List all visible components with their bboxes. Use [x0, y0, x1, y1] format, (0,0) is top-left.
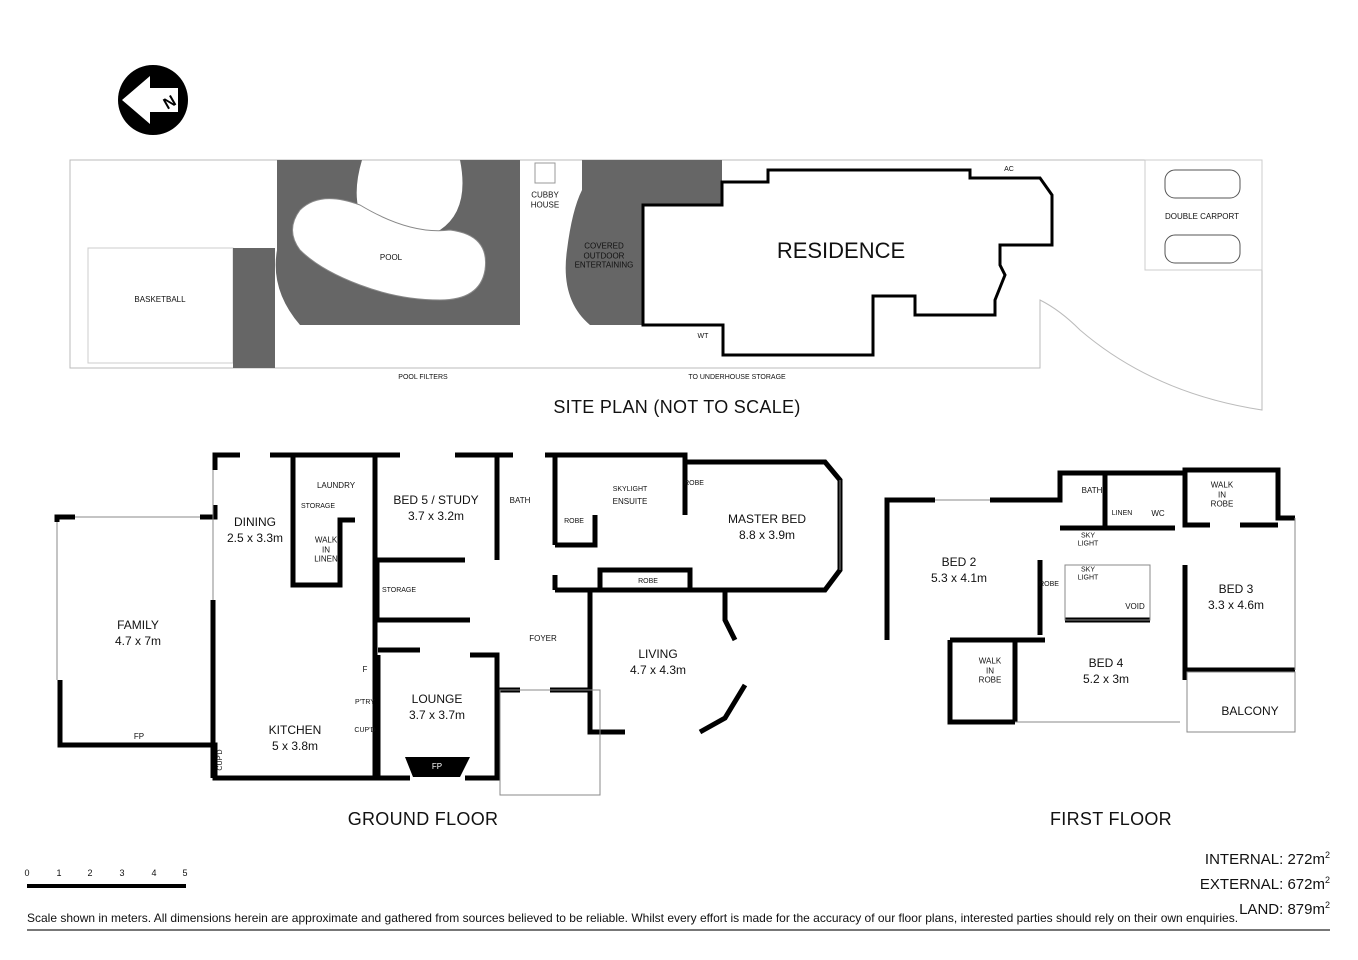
lounge-dims: 3.7 x 3.7m — [408, 707, 466, 722]
scale-bar — [27, 884, 186, 888]
pool-filters-label: POOL FILTERS — [398, 373, 448, 381]
living-name: LIVING — [638, 646, 678, 661]
skylight-label: SKY LIGHT — [1077, 566, 1099, 582]
scale-tick: 3 — [119, 868, 125, 878]
car-icon — [1164, 234, 1241, 264]
living-dims: 4.7 x 4.3m — [629, 662, 687, 677]
scale-tick: 5 — [182, 868, 188, 878]
skylight-label: SKYLIGHT — [612, 485, 648, 493]
bed3-dims: 3.3 x 4.6m — [1207, 597, 1265, 612]
first-floor-title: FIRST FLOOR — [1050, 809, 1172, 830]
north-arrow-icon — [118, 65, 188, 135]
dining-dims: 2.5 x 3.3m — [226, 530, 284, 545]
bed3-name: BED 3 — [1218, 581, 1254, 596]
kitchen-name: KITCHEN — [268, 722, 322, 737]
ground-floor-walls — [54, 452, 843, 781]
ensuite-label: ENSUITE — [612, 497, 648, 507]
internal-area: INTERNAL: 272m2 — [1204, 850, 1330, 868]
lounge-name: LOUNGE — [411, 691, 463, 706]
ground-floor-title: GROUND FLOOR — [347, 809, 499, 830]
pool-label: POOL — [379, 253, 403, 263]
walk-in-linen-label: WALK IN LINEN — [314, 535, 338, 564]
site-plan — [69, 159, 1263, 411]
cubby-house-label: CUBBY HOUSE — [530, 190, 560, 209]
cupboard-label: CUP'D — [354, 726, 376, 734]
dining-name: DINING — [234, 514, 276, 529]
fridge-label: F — [362, 665, 368, 675]
wt-label: WT — [697, 332, 709, 340]
scale-tick: 4 — [151, 868, 157, 878]
void-label: VOID — [1125, 602, 1145, 612]
master-bed-name: MASTER BED — [727, 511, 807, 526]
area-summary: INTERNAL: 272m2 EXTERNAL: 672m2 LAND: 87… — [1200, 845, 1330, 920]
foyer-label: FOYER — [529, 634, 557, 644]
ac-label: AC — [1004, 165, 1014, 173]
robe-label: ROBE — [638, 577, 658, 585]
storage-label: STORAGE — [381, 586, 417, 594]
scale-tick: 2 — [87, 868, 93, 878]
storage-label: STORAGE — [300, 502, 336, 510]
scale-tick: 1 — [56, 868, 62, 878]
first-floor-windows — [935, 499, 1296, 733]
paving-area — [233, 248, 275, 368]
pantry-label: P'TRY — [355, 698, 375, 706]
kitchen-dims: 5 x 3.8m — [271, 738, 319, 753]
laundry-label: LAUNDRY — [316, 481, 356, 491]
disclaimer: Scale shown in meters. All dimensions he… — [27, 911, 1239, 925]
linen-label: LINEN — [1111, 509, 1133, 517]
covered-outdoor-area — [565, 160, 722, 325]
land-area: LAND: 879m2 — [1239, 900, 1330, 918]
skylight-label: SKY LIGHT — [1077, 532, 1099, 548]
car-icon — [1164, 169, 1241, 199]
robe-label: ROBE — [564, 517, 584, 525]
covered-outdoor-label: COVERED OUTDOOR ENTERTAINING — [574, 241, 634, 270]
fireplace-icon — [405, 757, 470, 777]
residence-outline — [641, 168, 1054, 357]
master-bed-dims: 8.8 x 3.9m — [738, 527, 796, 542]
bath-label: BATH — [509, 496, 531, 506]
fireplace-label: FP — [133, 732, 145, 742]
residence-label: RESIDENCE — [776, 237, 906, 263]
ground-floor-windows — [56, 470, 841, 796]
robe-label: ROBE — [684, 479, 704, 487]
scale-tick: 0 — [24, 868, 30, 878]
family-name: FAMILY — [117, 617, 159, 632]
underhouse-storage-label: TO UNDERHOUSE STORAGE — [688, 373, 786, 381]
double-carport-label: DOUBLE CARPORT — [1164, 212, 1240, 222]
cupboard-label: CUP'D — [216, 749, 224, 771]
site-plan-title: SITE PLAN (NOT TO SCALE) — [553, 397, 801, 418]
fireplace-label: FP — [431, 762, 443, 772]
external-area: EXTERNAL: 672m2 — [1199, 875, 1330, 893]
basketball-label: BASKETBALL — [134, 295, 186, 305]
bed4-dims: 5.2 x 3m — [1082, 671, 1130, 686]
robe-label: ROBE — [1039, 580, 1059, 588]
bed2-name: BED 2 — [941, 554, 977, 569]
wc-label: WC — [1151, 509, 1165, 519]
bath-label: BATH — [1081, 486, 1103, 496]
bed5-name: BED 5 / STUDY — [393, 492, 479, 507]
bed4-name: BED 4 — [1088, 655, 1124, 670]
family-dims: 4.7 x 7m — [114, 633, 162, 648]
balcony-label: BALCONY — [1221, 703, 1279, 718]
walk-in-robe-label: WALK IN ROBE — [1210, 480, 1234, 509]
pool — [292, 198, 487, 301]
walk-in-robe-label: WALK IN ROBE — [978, 656, 1002, 685]
bed2-dims: 5.3 x 4.1m — [930, 570, 988, 585]
bed5-dims: 3.7 x 3.2m — [407, 508, 465, 523]
